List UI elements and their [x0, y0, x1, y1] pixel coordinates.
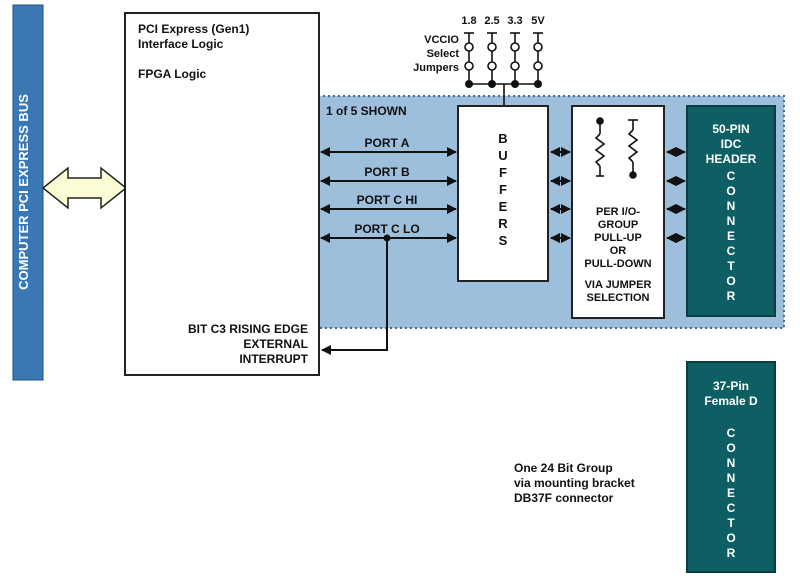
- fpga-title-line2: Interface Logic: [138, 37, 224, 51]
- svg-text:U: U: [498, 148, 507, 163]
- note-line3: DB37F connector: [514, 491, 614, 505]
- pull-idc-arrows: [666, 147, 686, 243]
- svg-text:E: E: [727, 229, 735, 243]
- svg-text:C: C: [727, 426, 736, 440]
- svg-text:R: R: [498, 216, 508, 231]
- svg-text:O: O: [726, 274, 735, 288]
- svg-text:O: O: [726, 184, 735, 198]
- vccio-label-line3: Jumpers: [413, 62, 459, 74]
- idc-header-connector: [686, 105, 776, 317]
- svg-text:N: N: [727, 199, 736, 213]
- svg-text:E: E: [727, 486, 735, 500]
- interrupt-line: [321, 238, 388, 355]
- dconn-line2: Female D: [704, 394, 758, 408]
- pull-line7: SELECTION: [587, 292, 650, 304]
- pull-resistor-box: [571, 105, 665, 319]
- buffers-box: [457, 105, 549, 282]
- buffer-pull-arrows: [550, 147, 571, 243]
- idc-line1: 50-PIN: [712, 122, 749, 136]
- pull-line2: GROUP: [598, 219, 638, 231]
- resistor-symbols: [594, 117, 639, 179]
- svg-text:S: S: [499, 233, 508, 248]
- svg-text:N: N: [727, 456, 736, 470]
- port-a-label: PORT A: [365, 136, 410, 150]
- buffers-label: B U F F E R S: [498, 131, 508, 248]
- bus-label: COMPUTER PCI EXPRESS BUS: [16, 94, 31, 290]
- interrupt-line3: INTERRUPT: [239, 352, 308, 366]
- svg-text:O: O: [726, 531, 735, 545]
- svg-text:T: T: [727, 259, 735, 273]
- voltage-label-3: 3.3: [507, 15, 522, 27]
- pull-line5: PULL-DOWN: [584, 258, 651, 270]
- svg-text:C: C: [727, 169, 736, 183]
- svg-text:T: T: [727, 516, 735, 530]
- pull-line1: PER I/O-: [596, 206, 640, 218]
- fpga-box: [124, 12, 320, 376]
- svg-text:R: R: [727, 289, 736, 303]
- voltage-label-2: 2.5: [484, 15, 499, 27]
- voltage-label-1: 1.8: [461, 15, 476, 27]
- svg-text:B: B: [498, 131, 507, 146]
- note-line2: via mounting bracket: [514, 476, 635, 490]
- group-label: 1 of 5 SHOWN: [326, 104, 407, 118]
- svg-text:O: O: [726, 441, 735, 455]
- port-c-lo-label: PORT C LO: [354, 222, 419, 236]
- voltage-label-4: 5V: [531, 15, 545, 27]
- vccio-label-line1: VCCIO: [424, 34, 459, 46]
- svg-text:N: N: [727, 471, 736, 485]
- interrupt-line2: EXTERNAL: [243, 337, 308, 351]
- fpga-title-line1: PCI Express (Gen1): [138, 22, 249, 36]
- idc-connector-label: C O N N E C T O R: [726, 169, 735, 303]
- pci-express-bus: [12, 4, 44, 381]
- svg-text:N: N: [727, 214, 736, 228]
- dconn-line1: 37-Pin: [713, 379, 749, 393]
- pull-line3: PULL-UP: [594, 232, 642, 244]
- vccio-label-line2: Select: [427, 48, 460, 60]
- svg-text:E: E: [499, 199, 508, 214]
- bus-bidirectional-arrow: [41, 166, 128, 210]
- d37-female-connector: [686, 361, 776, 573]
- idc-line2: IDC: [721, 137, 742, 151]
- svg-text:R: R: [727, 546, 736, 560]
- port-c-hi-label: PORT C HI: [357, 193, 418, 207]
- dconn-connector-label: C O N N E C T O R: [726, 426, 735, 560]
- fpga-subtitle: FPGA Logic: [138, 67, 207, 81]
- svg-text:F: F: [499, 165, 507, 180]
- svg-text:C: C: [727, 244, 736, 258]
- idc-line3: HEADER: [706, 152, 757, 166]
- interrupt-line1: BIT C3 RISING EDGE: [188, 322, 308, 336]
- vccio-jumpers: 1.8 2.5 3.3 5V VCCIO Select Jumpers: [413, 15, 545, 106]
- svg-text:C: C: [727, 501, 736, 515]
- port-b-label: PORT B: [364, 165, 410, 179]
- pull-line4: OR: [610, 245, 627, 257]
- pull-line6: VIA JUMPER: [585, 279, 652, 291]
- svg-text:F: F: [499, 182, 507, 197]
- note-line1: One 24 Bit Group: [514, 461, 613, 475]
